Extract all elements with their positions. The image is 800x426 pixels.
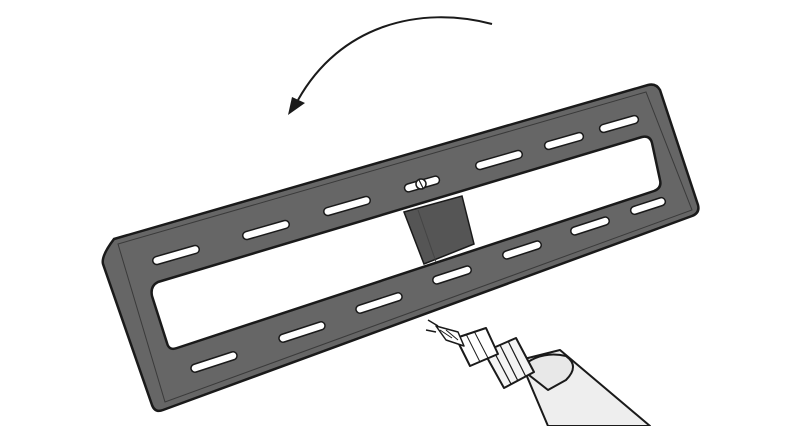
rotate-counterclockwise-arrow-icon (288, 16, 493, 115)
screw-icon (415, 178, 427, 190)
bottom-rail-slots (190, 196, 667, 373)
bracket-center-bar (403, 195, 475, 265)
mounting-bracket (101, 83, 700, 413)
drill-icon (425, 319, 651, 426)
top-rail-slots (152, 114, 640, 266)
